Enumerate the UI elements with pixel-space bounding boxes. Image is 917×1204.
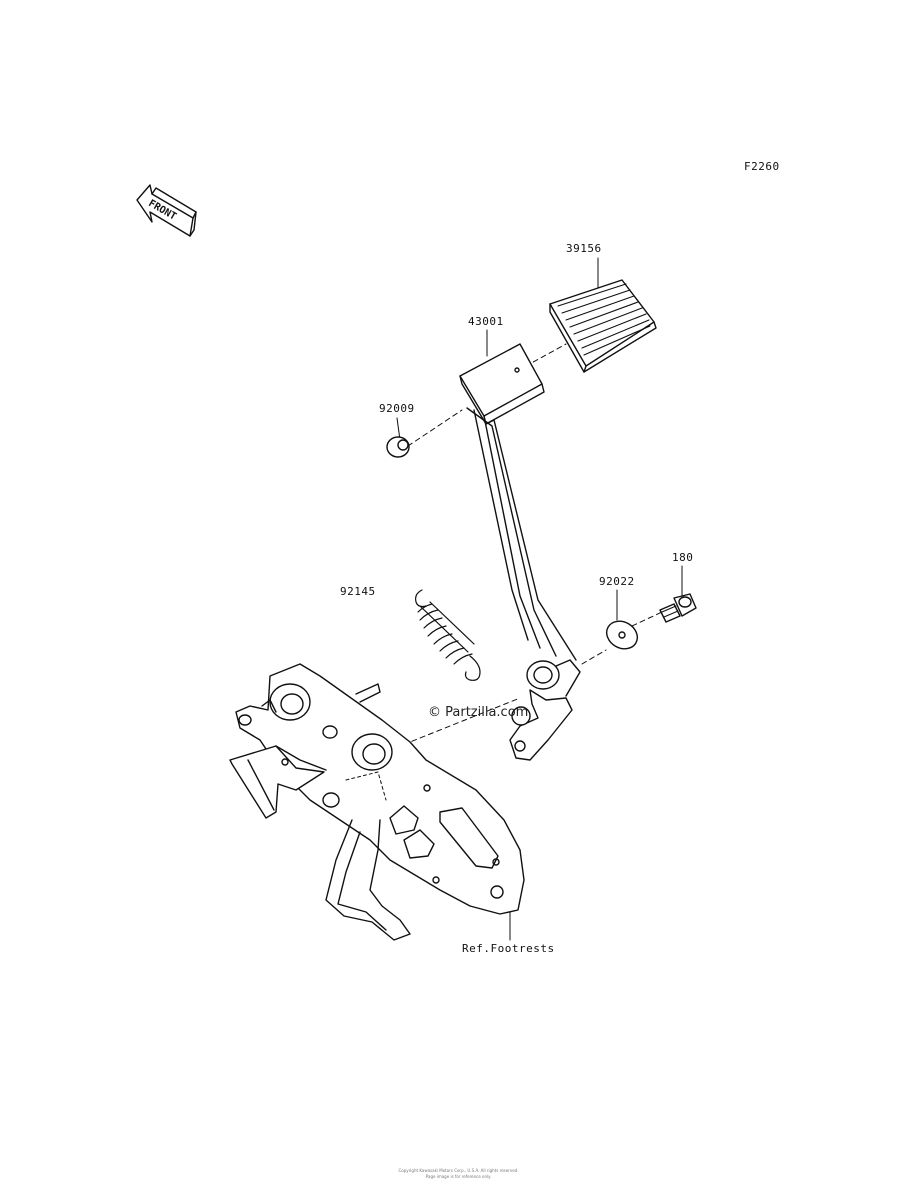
- brake-pedal-pad: [549, 279, 657, 373]
- leader-lines: [396, 257, 683, 941]
- footer-line-1: Copyright Kawasaki Motors Corp., U.S.A. …: [398, 1168, 519, 1173]
- bolt-180: [659, 593, 697, 623]
- part-label-92145: 92145: [340, 585, 376, 598]
- part-label-92009: 92009: [379, 402, 415, 415]
- front-arrow-icon: FRONT: [136, 184, 197, 237]
- footrest-bracket: [229, 663, 525, 941]
- washer-92022: [605, 620, 639, 650]
- part-label-180: 180: [672, 551, 694, 564]
- watermark: © Partzilla.com: [428, 705, 529, 720]
- footer-line-2: Page image is for reference only.: [425, 1174, 492, 1179]
- washer-92009: [386, 436, 410, 458]
- part-label-39156: 39156: [566, 242, 602, 255]
- return-spring: [415, 589, 481, 681]
- brake-pedal-arm: [459, 343, 581, 761]
- part-label-43001: 43001: [468, 315, 504, 328]
- part-label-92022: 92022: [599, 575, 635, 588]
- diagram-code: F2260: [744, 160, 780, 173]
- reference-label: Ref.Footrests: [462, 942, 555, 955]
